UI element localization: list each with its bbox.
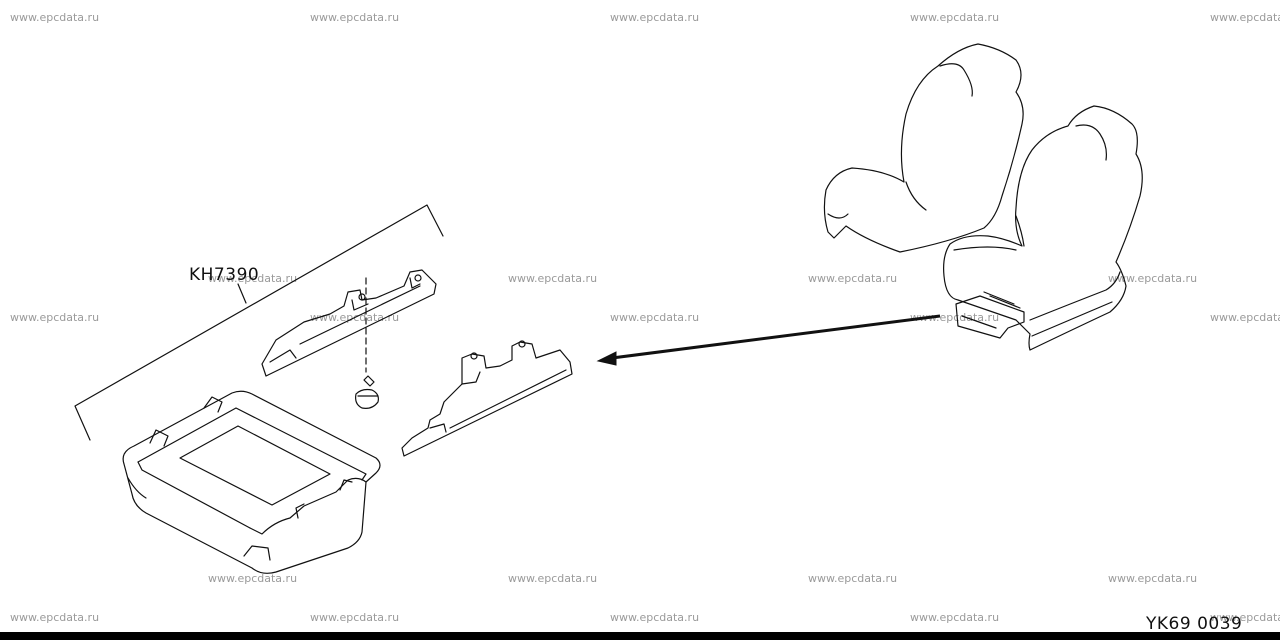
seat-slide-base xyxy=(955,291,1025,339)
watermark: www.epcdata.ru xyxy=(508,572,598,585)
clip-fastener xyxy=(355,277,379,409)
watermark: www.epcdata.ru xyxy=(1108,572,1198,585)
watermark: www.epcdata.ru xyxy=(610,611,700,624)
upper-seat-rail xyxy=(261,269,437,377)
watermark: www.epcdata.ru xyxy=(910,11,1000,24)
lower-seat-rail xyxy=(401,340,573,457)
watermark: www.epcdata.ru xyxy=(610,311,700,324)
part-group-bracket xyxy=(74,204,444,441)
watermark: www.epcdata.ru xyxy=(10,311,100,324)
watermark: www.epcdata.ru xyxy=(208,272,298,285)
watermark: www.epcdata.ru xyxy=(910,611,1000,624)
watermark: www.epcdata.ru xyxy=(1108,272,1198,285)
watermark: www.epcdata.ru xyxy=(1210,311,1280,324)
reference-arrow xyxy=(596,314,941,366)
watermark: www.epcdata.ru xyxy=(508,272,598,285)
watermark: www.epcdata.ru xyxy=(10,11,100,24)
bottom-border xyxy=(0,632,1280,640)
watermark: www.epcdata.ru xyxy=(310,611,400,624)
part-number-label: KH7390 xyxy=(189,265,260,285)
storage-tray xyxy=(122,390,381,574)
seat-front xyxy=(943,105,1143,351)
watermark: www.epcdata.ru xyxy=(10,611,100,624)
diagram-code-label: YK69 0039 xyxy=(1146,614,1243,634)
watermark: www.epcdata.ru xyxy=(1210,611,1280,624)
watermark: www.epcdata.ru xyxy=(808,272,898,285)
watermark: www.epcdata.ru xyxy=(310,11,400,24)
watermark: www.epcdata.ru xyxy=(808,572,898,585)
watermark: www.epcdata.ru xyxy=(610,11,700,24)
watermark: www.epcdata.ru xyxy=(1210,11,1280,24)
seat-rear xyxy=(823,43,1024,253)
watermark: www.epcdata.ru xyxy=(208,572,298,585)
